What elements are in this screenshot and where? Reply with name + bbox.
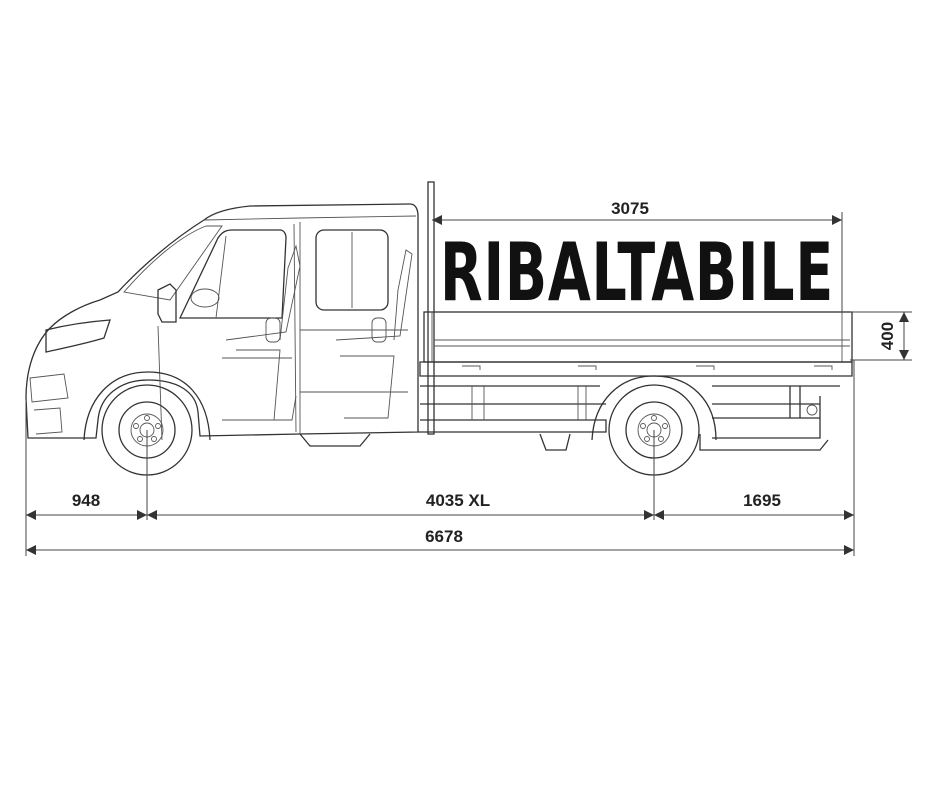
- bed-side-panel: [423, 311, 853, 363]
- wheelbase-dimension: 4035 XL: [147, 491, 654, 520]
- rear-door-window: [315, 229, 389, 311]
- rear-chassis: [712, 385, 840, 439]
- chassis-rail: [418, 385, 607, 433]
- steering-wheel: [190, 288, 220, 308]
- front-door-panel: [222, 357, 297, 421]
- rear-overhang-label: 1695: [743, 491, 781, 510]
- total-length-label: 6678: [425, 527, 463, 546]
- front-overhang-dimension: 948: [26, 491, 147, 520]
- bed-panel-line: [431, 312, 850, 362]
- bed-length-dimension: 3075: [432, 199, 843, 312]
- front-overhang-label: 948: [72, 491, 100, 510]
- rear-seat: [335, 249, 413, 419]
- front-seat: [225, 244, 301, 421]
- extension-lines: [25, 360, 855, 556]
- front-grille: [29, 373, 69, 435]
- bed-hinges: [462, 365, 833, 370]
- front-door-window-divider: [215, 235, 227, 319]
- front-wheel-arch: [83, 371, 211, 441]
- side-height-dimension: 400: [850, 311, 912, 361]
- total-length-dimension: 6678: [26, 527, 854, 555]
- body-type-title: RIBALTABILE: [440, 226, 834, 319]
- tow-hitch: [806, 404, 818, 416]
- rear-wheel-arch: [591, 375, 717, 441]
- rear-underside: [539, 433, 829, 451]
- windshield: [123, 225, 223, 301]
- chassis-crossmembers: [471, 386, 587, 420]
- bed-length-label: 3075: [611, 199, 649, 218]
- front-door-window: [178, 229, 287, 319]
- side-height-label: 400: [878, 322, 897, 350]
- bed-floor: [419, 361, 853, 377]
- rear-door: [299, 222, 408, 434]
- truck-illustration: [25, 181, 853, 451]
- headboard-post: [427, 181, 435, 435]
- front-door-handle: [265, 317, 281, 343]
- cab-roof: [203, 215, 417, 221]
- cab-underside: [299, 433, 371, 447]
- rear-overhang-dimension: 1695: [654, 491, 854, 520]
- cab-outline: [25, 203, 419, 439]
- headlight: [45, 319, 111, 353]
- side-mirror: [157, 283, 177, 323]
- wheelbase-label: 4035 XL: [426, 491, 490, 510]
